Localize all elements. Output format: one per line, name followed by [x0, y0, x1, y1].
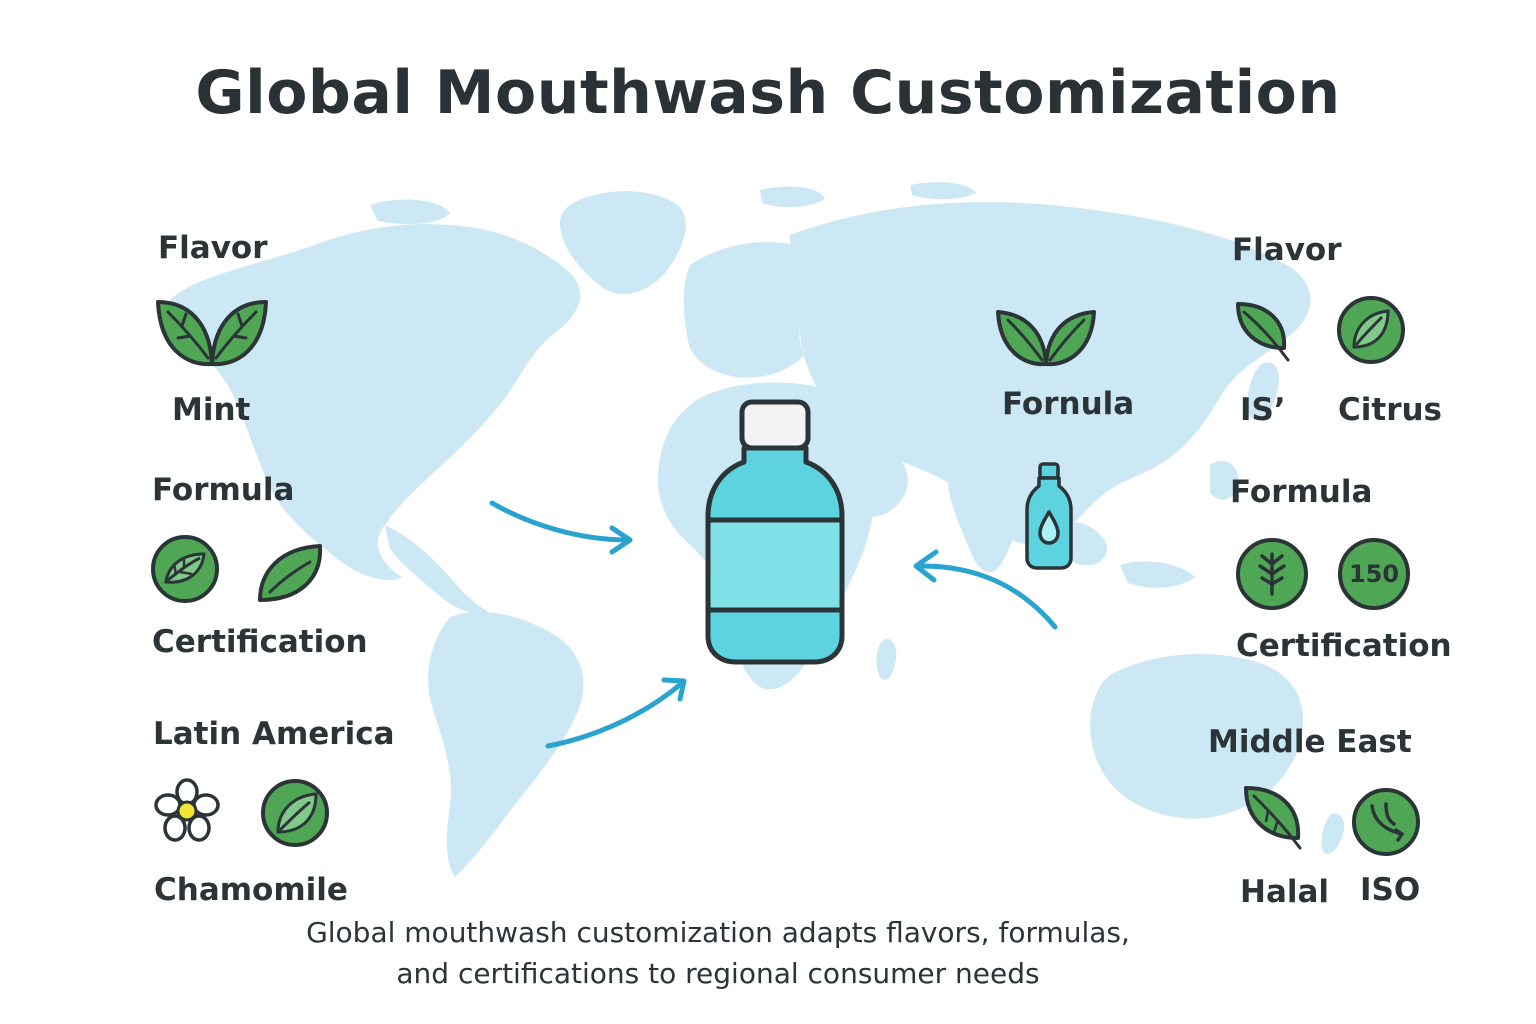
arrow-from-americas — [489, 500, 631, 543]
chamomile-flower-icon — [154, 778, 220, 842]
iso-label: ISO — [1360, 872, 1421, 908]
left-certification-heading: Certification — [152, 624, 368, 660]
halal-label: Halal — [1240, 874, 1330, 910]
chamomile-label: Chamomile — [154, 872, 348, 908]
caption: Global mouthwash customization adapts fl… — [0, 912, 1536, 994]
is-label: IS’ — [1240, 392, 1286, 428]
caption-line-2: and certifications to regional consumer … — [396, 957, 1040, 990]
mint-label: Mint — [172, 392, 251, 428]
page-title: Global Mouthwash Customization — [195, 58, 1341, 128]
small-bottle-icon — [1025, 462, 1073, 570]
herb-badge-icon — [151, 535, 219, 603]
middle-east-heading: Middle East — [1208, 724, 1412, 760]
tea-leaf-icon — [1236, 302, 1290, 362]
left-formula-heading: Formula — [152, 472, 295, 508]
iso-150-badge-icon: 150 — [1338, 538, 1410, 610]
asia-leaves-icon — [996, 310, 1096, 367]
right-formula-heading: Formula — [1230, 474, 1373, 510]
arrow-from-asia — [915, 563, 1058, 630]
left-flavor-heading: Flavor — [158, 230, 268, 266]
caption-line-1: Global mouthwash customization adapts fl… — [306, 916, 1130, 949]
mouthwash-bottle-icon — [705, 399, 845, 665]
world-map — [167, 182, 1345, 877]
right-certification-heading: Certification — [1236, 628, 1452, 664]
citrus-label: Citrus — [1338, 392, 1443, 428]
iso-circle-icon — [1352, 788, 1420, 856]
mint-leaves-icon — [156, 300, 268, 367]
asia-formula-label: Fornula — [1002, 386, 1135, 422]
arrow-from-latin-america — [545, 680, 685, 749]
citrus-leaf-circle-icon — [1337, 296, 1405, 364]
right-flavor-heading: Flavor — [1232, 232, 1342, 268]
sprout-badge-icon — [1236, 538, 1308, 610]
leaf-badge-icon — [258, 544, 323, 602]
halal-leaf-icon — [1244, 786, 1302, 850]
leaf-circle-icon — [261, 779, 329, 847]
iso-badge-text: 150 — [1348, 560, 1400, 588]
latin-america-heading: Latin America — [153, 716, 395, 752]
